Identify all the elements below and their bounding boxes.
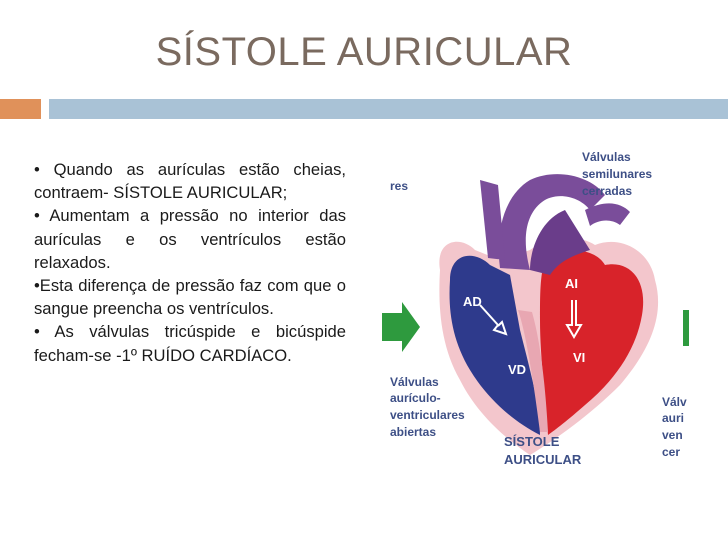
slide-title: SÍSTOLE AURICULAR: [155, 30, 573, 74]
title-accent-bar: [49, 99, 728, 119]
label-caption-1: SÍSTOLE: [504, 434, 560, 449]
label-right-cut-3: ven: [662, 428, 683, 442]
label-av-3: ventriculares: [390, 408, 465, 422]
pulmonary-vessel: [530, 210, 590, 275]
label-right-cut-4: cer: [662, 445, 680, 459]
label-caption-2: AURICULAR: [504, 452, 582, 467]
septum: [518, 310, 548, 432]
left-green-arrow: [382, 302, 420, 352]
label-semilunar-3: cerradas: [582, 184, 632, 198]
label-top-left: res: [390, 179, 408, 193]
bullet-item-2: • Aumentam a pressão no interior das aur…: [34, 206, 346, 272]
label-ad: AD: [463, 294, 482, 309]
bullet-item-3: •Esta diferença de pressão faz com que o…: [34, 276, 346, 319]
right-green-bar: [683, 310, 689, 346]
left-atrium-ventricle: [540, 250, 644, 435]
label-vi: VI: [573, 350, 585, 365]
right-atrium-ventricle: [449, 255, 540, 435]
label-ai: AI: [565, 276, 578, 291]
tricuspid-flow-arrow: [479, 304, 508, 336]
heart-diagram: AD AI VD VI res Válvulas semilunares cer…: [382, 150, 689, 467]
bullet-item-1: • Quando as aurículas estão cheias, cont…: [34, 160, 346, 203]
mitral-flow-arrow: [565, 300, 583, 339]
bullet-item-4: • As válvulas tricúspide e bicúspide fec…: [34, 322, 346, 365]
label-semilunar-1: Válvulas: [582, 150, 631, 164]
bullet-list: • Quando as aurículas estão cheias, cont…: [34, 158, 346, 367]
label-av-4: abiertas: [390, 425, 436, 439]
label-right-cut-2: auri: [662, 411, 684, 425]
title-accent-square: [0, 99, 41, 119]
pulmonary-branch: [585, 203, 630, 226]
vena-cava-top: [480, 180, 505, 260]
aorta-vessel: [498, 174, 605, 270]
label-av-1: Válvulas: [390, 375, 439, 389]
label-av-2: aurículo-: [390, 391, 441, 405]
label-right-cut-1: Válv: [662, 395, 687, 409]
label-semilunar-2: semilunares: [582, 167, 652, 181]
label-vd: VD: [508, 362, 526, 377]
